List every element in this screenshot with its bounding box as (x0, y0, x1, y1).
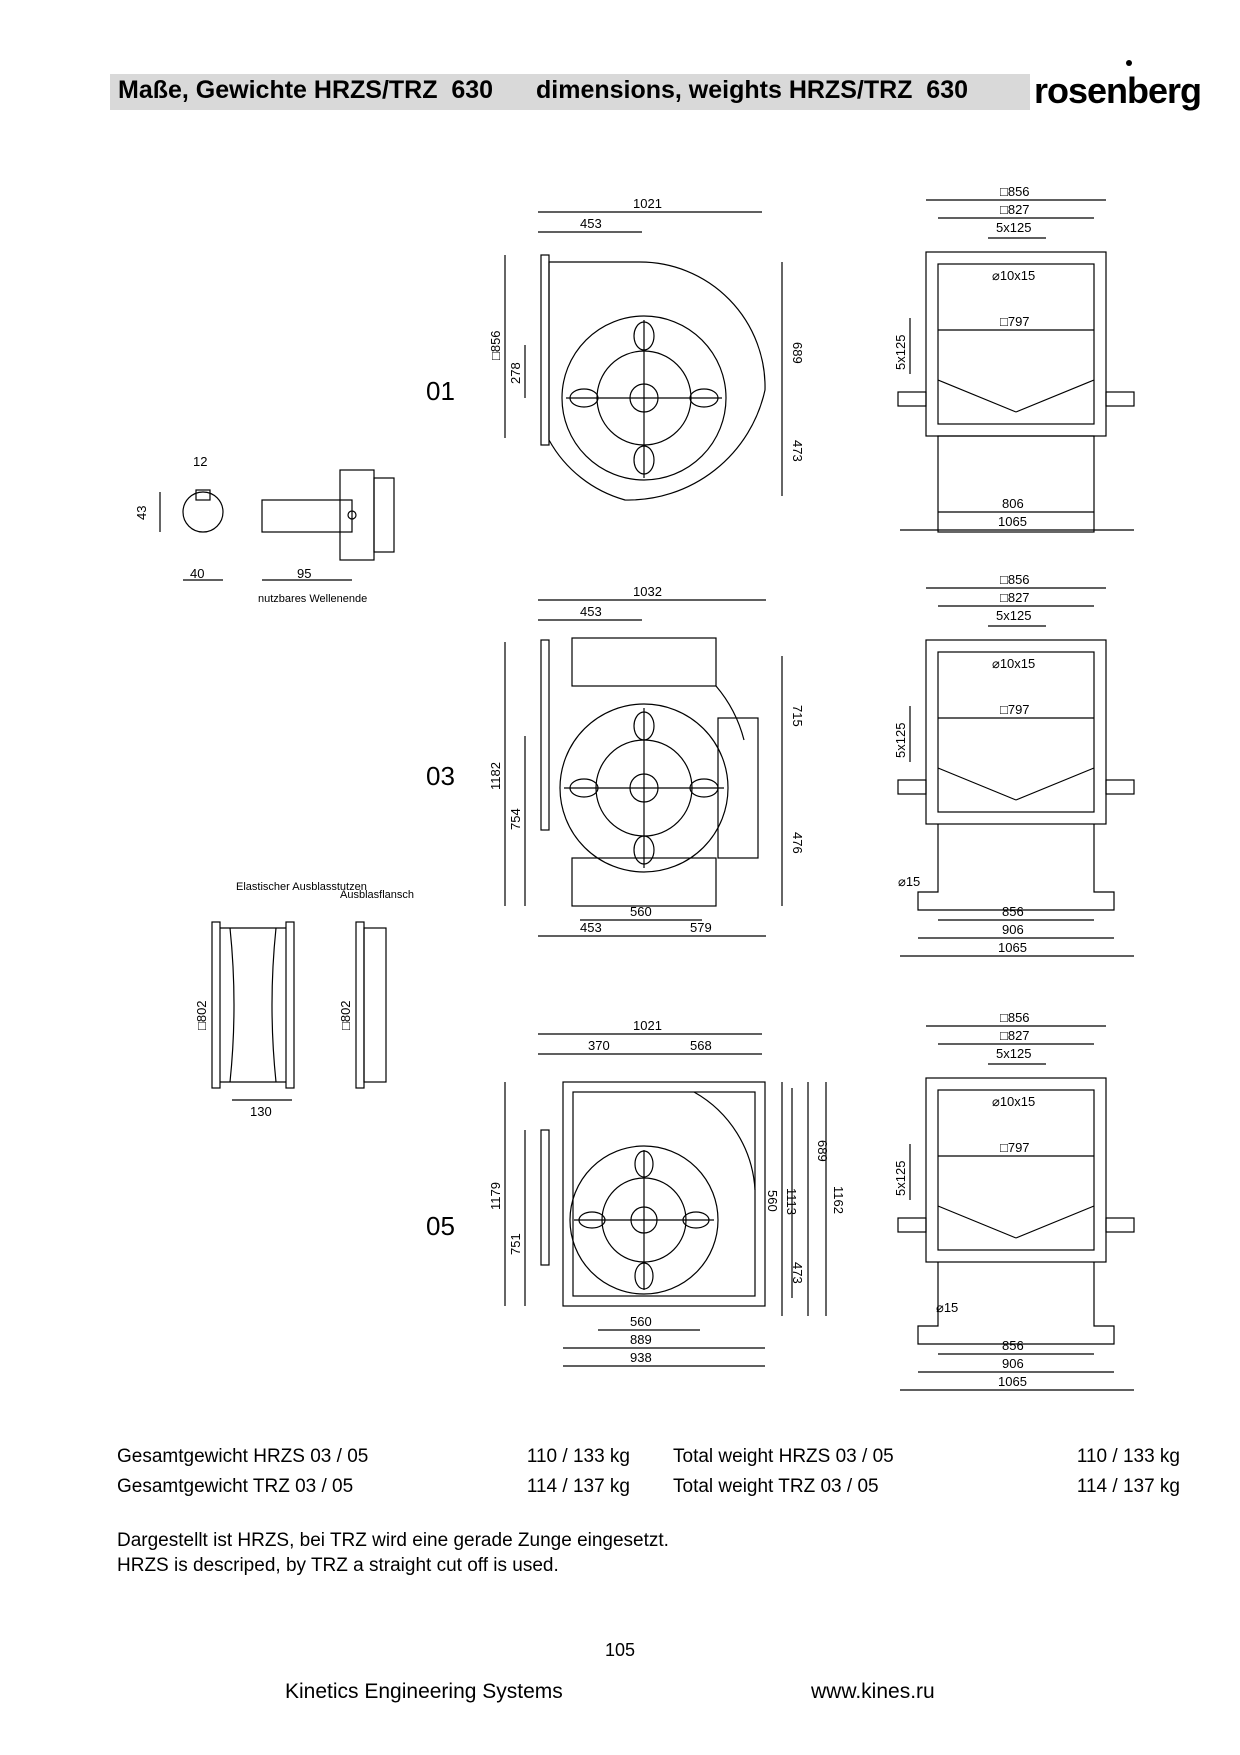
dim-label: 40 (190, 566, 204, 581)
variant-label-01: 01 (426, 376, 455, 406)
dim-label: 906 (1002, 922, 1024, 937)
dim-label: 579 (690, 920, 712, 935)
dim-label: 560 (630, 904, 652, 919)
weight-value-en: 114 / 137 kg (1076, 1476, 1180, 1497)
dim-label: 1179 (488, 1182, 503, 1210)
dim-label: 1162 (831, 1186, 846, 1214)
weight-label-en: Total weight TRZ 03 / 05 (673, 1476, 879, 1497)
dim-label: ⌀15 (898, 874, 920, 889)
dim-label: 1065 (998, 514, 1027, 529)
dim-label: 560 (765, 1190, 780, 1212)
accessory-label: Elastischer Ausblasstutzen (236, 881, 367, 893)
dim-label: 715 (790, 705, 805, 727)
dim-label: 689 (790, 342, 805, 364)
dim-label: 1065 (998, 1374, 1027, 1389)
v03-front-view: 1032 453 1182 754 715 476 560 453 579 (488, 584, 805, 937)
shaft-detail: 12 43 40 95 nutzbares Wellenende (134, 454, 395, 605)
weight-label-de: Gesamtgewicht TRZ 03 / 05 (117, 1476, 354, 1497)
dim-label: 476 (790, 832, 805, 854)
weight-label-en: Total weight HRZS 03 / 05 (673, 1446, 894, 1467)
dim-label: 5x125 (996, 608, 1031, 623)
dim-label: 43 (134, 506, 149, 520)
weight-value-de: 114 / 137 kg (526, 1476, 630, 1497)
dim-label: 568 (690, 1038, 712, 1053)
dim-label: □827 (1000, 202, 1030, 217)
dim-label: 473 (790, 440, 805, 462)
dim-label: □797 (1000, 1140, 1030, 1155)
shaft-note: nutzbares Wellenende (258, 593, 367, 605)
dim-label: 453 (580, 920, 602, 935)
weight-value-en: 110 / 133 kg (1076, 1446, 1180, 1467)
dim-label: 278 (508, 362, 523, 384)
dim-label: □856 (1000, 184, 1030, 199)
dim-label: □856 (1000, 1010, 1030, 1025)
variant-label-03: 03 (426, 761, 455, 791)
dim-label: 906 (1002, 1356, 1024, 1371)
dim-label: 751 (508, 1233, 523, 1255)
v05-side-view: □856 □827 5x125 ⌀10x15 □797 5x125 ⌀15 85… (893, 1010, 1135, 1391)
dim-label: 754 (508, 808, 523, 830)
v03-side-view: □856 □827 5x125 ⌀10x15 □797 5x125 ⌀15 85… (893, 572, 1135, 957)
dim-label: 806 (1002, 496, 1024, 511)
dim-label: 1021 (633, 196, 662, 211)
accessory-label: Ausblasflansch (340, 889, 414, 901)
dim-label: ⌀10x15 (992, 268, 1035, 283)
dim-label: 95 (297, 566, 311, 581)
dim-label: 12 (193, 454, 207, 469)
footer-company: Kinetics Engineering Systems (285, 1680, 563, 1703)
dim-label: 5x125 (996, 220, 1031, 235)
footer-website[interactable]: www.kines.ru (811, 1680, 935, 1703)
dim-label: 689 (815, 1140, 830, 1162)
dim-label: 453 (580, 216, 602, 231)
dim-label: 5x125 (996, 1046, 1031, 1061)
dim-label: 1032 (633, 584, 662, 599)
dim-label: 938 (630, 1350, 652, 1365)
dim-label: □827 (1000, 1028, 1030, 1043)
page-title-de: Maße, Gewichte HRZS/TRZ 630 (118, 76, 494, 104)
dim-label: 560 (630, 1314, 652, 1329)
note-de: Dargestellt ist HRZS, bei TRZ wird eine … (117, 1530, 669, 1551)
dim-label: 856 (1002, 904, 1024, 919)
page-title-en: dimensions, weights HRZS/TRZ 630 (536, 76, 969, 104)
dim-label: ⌀10x15 (992, 656, 1035, 671)
brand-logo-dot (1126, 60, 1132, 66)
dim-label: ⌀15 (936, 1300, 958, 1315)
dim-label: 1065 (998, 940, 1027, 955)
dim-label: □827 (1000, 590, 1030, 605)
brand-logo: rosenberg (1034, 70, 1202, 111)
dim-label: 5x125 (893, 1161, 908, 1196)
dim-label: □802 (194, 1000, 209, 1030)
dim-label: □802 (338, 1000, 353, 1030)
dim-label: 1113 (784, 1188, 799, 1215)
note-en: HRZS is descriped, by TRZ a straight cut… (117, 1555, 559, 1576)
dim-label: ⌀10x15 (992, 1094, 1035, 1109)
dim-label: 453 (580, 604, 602, 619)
dim-label: 1021 (633, 1018, 662, 1033)
weight-value-de: 110 / 133 kg (526, 1446, 630, 1467)
dim-label: 889 (630, 1332, 652, 1347)
dim-label: □797 (1000, 314, 1030, 329)
dim-label: 1182 (488, 762, 503, 790)
page-number: 105 (604, 1640, 636, 1660)
dim-label: 856 (1002, 1338, 1024, 1353)
variant-label-05: 05 (426, 1211, 455, 1241)
dim-label: 5x125 (893, 335, 908, 370)
v05-front-view: 1021 370 568 1179 751 689 560 1113 1162 … (488, 1018, 846, 1367)
v01-front-view: 1021 453 □856 278 689 473 (488, 196, 805, 501)
header-bar (110, 74, 1030, 110)
dim-label: □797 (1000, 702, 1030, 717)
dim-label: 370 (588, 1038, 610, 1053)
dim-label: 130 (250, 1104, 272, 1119)
weight-label-de: Gesamtgewicht HRZS 03 / 05 (117, 1446, 369, 1467)
dim-label: 473 (790, 1262, 805, 1284)
accessories-detail: Elastischer Ausblasstutzen Ausblasflansc… (194, 881, 414, 1119)
dim-label: □856 (1000, 572, 1030, 587)
dim-label: □856 (488, 330, 503, 360)
dim-label: 5x125 (893, 723, 908, 758)
v01-side-view: □856 □827 5x125 ⌀10x15 □797 5x125 806 10… (893, 184, 1135, 533)
